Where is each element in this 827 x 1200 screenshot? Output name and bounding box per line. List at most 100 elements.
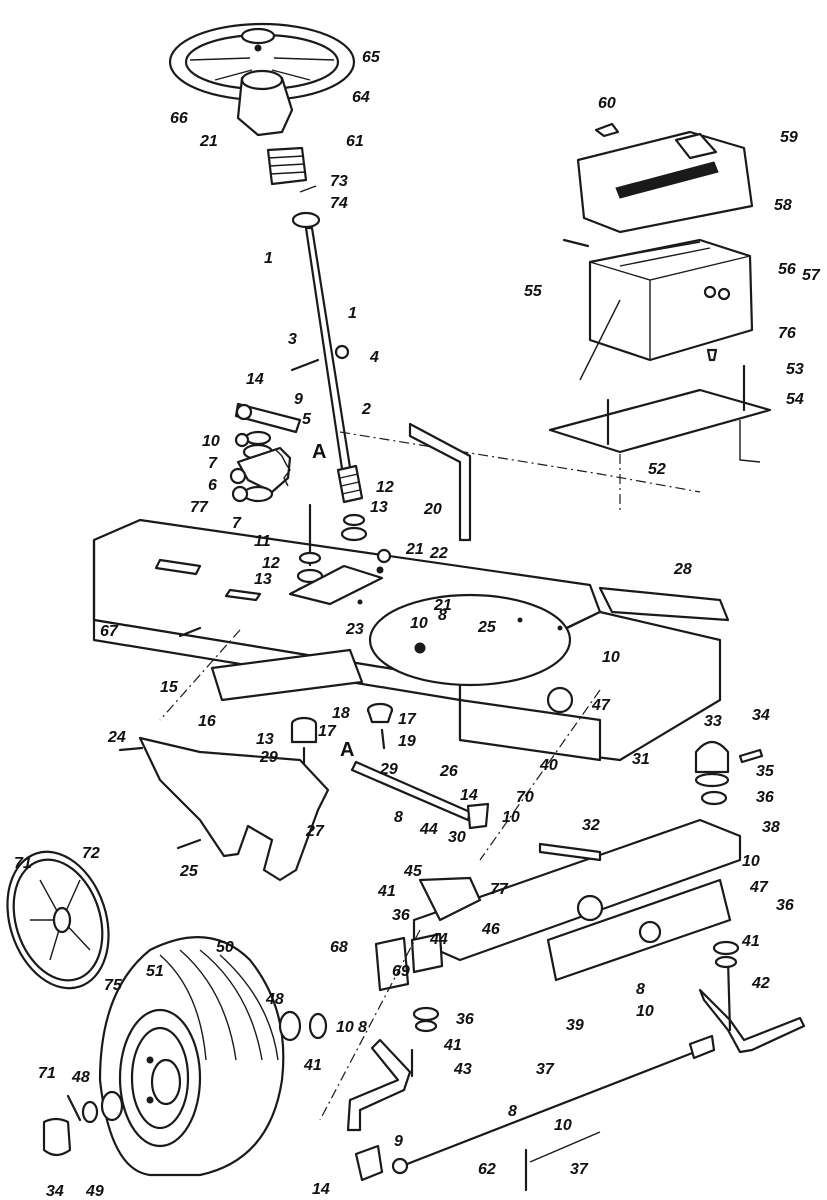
label-5: 5 (302, 411, 312, 428)
spindle-left (346, 1006, 440, 1132)
label-48b: 48 (71, 1069, 90, 1086)
washer-49 (81, 1100, 99, 1124)
label-41a: 41 (377, 883, 396, 900)
label-30: 30 (448, 829, 466, 846)
label-41c: 41 (303, 1057, 322, 1074)
label-46: 46 (481, 921, 500, 938)
label-10: 10 (202, 433, 220, 450)
label-29b: 29 (379, 761, 398, 778)
label-17b: 17 (318, 723, 337, 740)
label-59: 59 (780, 129, 798, 146)
bolt-24 (118, 746, 144, 752)
label-35: 35 (756, 763, 775, 780)
label-66: 66 (170, 110, 188, 127)
sector-gear-assembly (229, 402, 302, 503)
battery-tray (548, 364, 772, 463)
label-17a: 17 (398, 711, 417, 728)
label-75: 75 (104, 977, 123, 994)
label-67: 67 (100, 623, 119, 640)
label-14b: 14 (460, 787, 478, 804)
label-36a: 36 (756, 789, 774, 806)
bushing-74 (291, 211, 321, 229)
label-60: 60 (598, 95, 616, 112)
label-33: 33 (704, 713, 722, 730)
label-44b: 44 (429, 931, 448, 948)
label-1a: 1 (264, 250, 273, 267)
label-36b: 36 (776, 897, 794, 914)
bearing-48 (278, 1010, 302, 1042)
sleeve-68 (374, 936, 410, 992)
label-71a: 71 (14, 855, 32, 872)
label-53: 53 (786, 361, 804, 378)
label-13b: 13 (254, 571, 272, 588)
steering-wheel (168, 22, 356, 137)
label-68: 68 (330, 939, 348, 956)
label-51: 51 (146, 963, 164, 980)
hubcap (6, 850, 110, 990)
label-4: 4 (369, 349, 379, 366)
bearing-48b (100, 1090, 124, 1122)
pin-34 (66, 1094, 82, 1122)
label-10d: 10 (502, 809, 520, 826)
label-41d: 41 (443, 1037, 462, 1054)
label-21b: 21 (405, 541, 424, 558)
label-a2: A (340, 739, 354, 761)
label-10f: 10 (336, 1019, 354, 1036)
label-21c: 21 (433, 597, 452, 614)
plate-16 (210, 648, 364, 702)
pin-73 (299, 185, 317, 193)
label-57: 57 (802, 267, 821, 284)
bolt-25 (176, 838, 202, 850)
label-31: 31 (632, 751, 650, 768)
steering-boot (266, 146, 308, 186)
tie-rod (354, 1034, 716, 1192)
label-77a: 77 (190, 499, 209, 516)
cap-71 (42, 1117, 72, 1157)
spacer-bushings (290, 702, 394, 768)
label-29a: 29 (259, 749, 278, 766)
label-1b: 1 (348, 305, 357, 322)
pivot-69 (410, 932, 444, 974)
label-9b: 9 (394, 1133, 403, 1150)
label-6: 6 (208, 477, 217, 494)
battery (579, 238, 754, 381)
label-65: 65 (362, 49, 381, 66)
label-3: 3 (288, 331, 297, 348)
label-72: 72 (82, 845, 100, 862)
label-39: 39 (566, 1017, 584, 1034)
label-41b: 41 (741, 933, 760, 950)
label-24: 24 (107, 729, 126, 746)
label-73: 73 (330, 173, 348, 190)
bolt-3 (290, 358, 320, 372)
label-49: 49 (85, 1183, 104, 1200)
guide-line-4 (479, 689, 601, 861)
label-8a: 8 (438, 607, 447, 624)
label-13c: 13 (256, 731, 274, 748)
label-16: 16 (198, 713, 216, 730)
nut-4 (334, 344, 350, 360)
label-15: 15 (160, 679, 179, 696)
label-14c: 14 (312, 1181, 330, 1198)
label-58: 58 (774, 197, 792, 214)
label-19: 19 (398, 733, 416, 750)
label-13a: 13 (370, 499, 388, 516)
label-18: 18 (332, 705, 350, 722)
label-77b: 77 (490, 881, 509, 898)
bolt-15 (178, 626, 202, 638)
label-50: 50 (216, 939, 234, 956)
label-42: 42 (751, 975, 770, 992)
label-11: 11 (254, 533, 271, 550)
label-10h: 10 (554, 1117, 572, 1134)
label-26: 26 (439, 763, 458, 780)
label-34a: 34 (752, 707, 770, 724)
part-labels: 66 21 65 64 61 73 74 1 1 3 4 2 14 9 5 10… (14, 49, 821, 1200)
label-34b: 34 (46, 1183, 64, 1200)
label-70: 70 (516, 789, 534, 806)
label-44a: 44 (419, 821, 438, 838)
label-8e: 8 (508, 1103, 517, 1120)
rear-bracket (598, 586, 730, 622)
guide-line-1 (339, 431, 701, 493)
label-43: 43 (453, 1061, 472, 1078)
washer-41 (308, 1012, 328, 1040)
tie-rod-end-14 (466, 802, 490, 830)
